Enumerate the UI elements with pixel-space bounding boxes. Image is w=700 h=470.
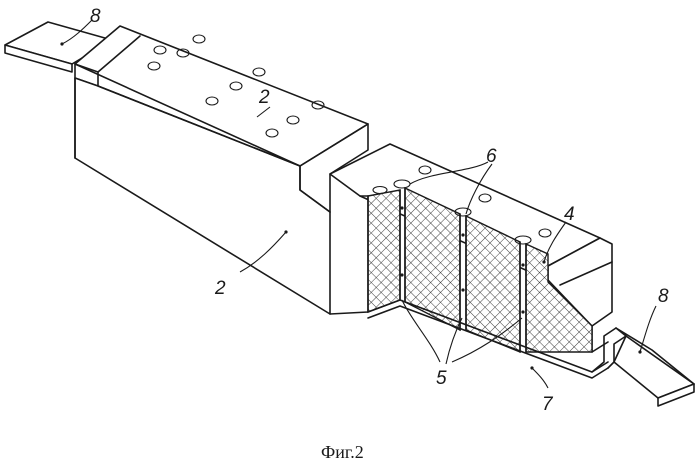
label-filler: 4: [564, 204, 575, 225]
filler-material: [368, 190, 400, 312]
housing-block: [75, 26, 368, 314]
right-terminal-tab: [592, 328, 694, 406]
label-terminal-right: 8: [658, 286, 669, 307]
figure-caption: Фиг.2: [321, 442, 364, 462]
label-strip: 7: [542, 394, 554, 415]
cutaway-block: [330, 144, 612, 378]
label-channels: 6: [486, 146, 497, 167]
label-plates: 5: [436, 368, 447, 389]
label-top-face: 2: [258, 87, 270, 108]
label-terminal-left: 8: [90, 6, 101, 27]
label-front-face: 2: [214, 278, 226, 299]
